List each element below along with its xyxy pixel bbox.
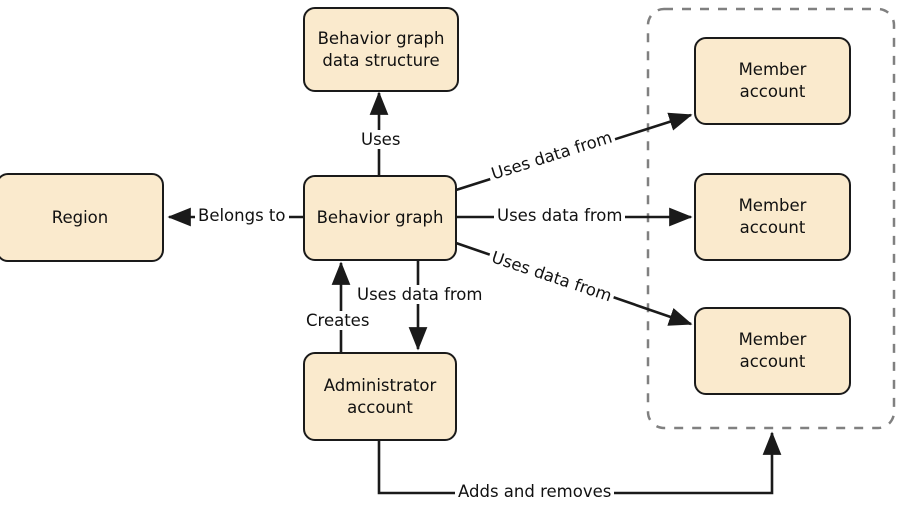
node-label: Member account [738,196,807,237]
node-member-account-1[interactable]: Member account [694,37,851,125]
node-region[interactable]: Region [0,173,164,262]
node-member-account-3[interactable]: Member account [694,307,851,395]
edge-label-uses-data-from-2: Uses data from [494,206,626,225]
node-label: Region [51,207,109,227]
node-administrator-account[interactable]: Administrator account [303,352,457,441]
node-label: Behavior graph [316,208,444,228]
edge-label-admin-uses-data-from: Uses data from [354,285,486,304]
node-label: Member account [738,60,807,101]
edge-label-creates: Creates [303,311,373,330]
node-label: Administrator account [323,375,437,417]
member-accounts-group-boundary [646,7,896,430]
node-label: Behavior graph data structure [317,28,445,70]
node-behavior-graph-data-structure[interactable]: Behavior graph data structure [303,7,459,92]
node-label: Member account [738,330,807,371]
node-behavior-graph[interactable]: Behavior graph [303,175,457,261]
edge-label-uses: Uses [358,130,404,149]
edge-label-adds-and-removes: Adds and removes [455,482,615,501]
node-member-account-2[interactable]: Member account [694,173,851,261]
edge-label-belongs-to: Belongs to [195,206,289,225]
